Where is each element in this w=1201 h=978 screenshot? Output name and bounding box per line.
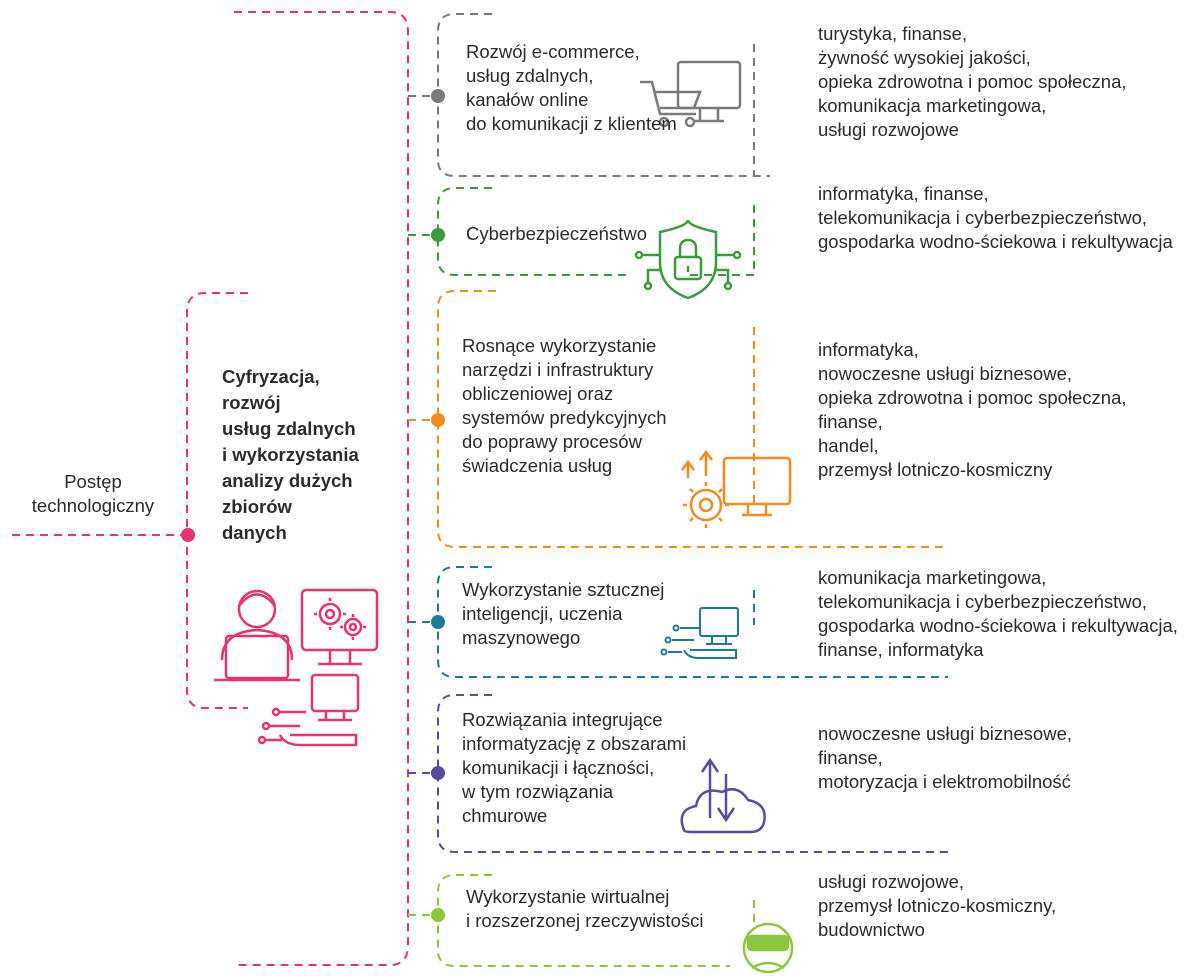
shield-lock-circuit-icon <box>634 219 742 300</box>
trend-bracket-5 <box>437 694 948 853</box>
trend-label-5: Rozwiązania integrujące informatyzację z… <box>462 709 687 826</box>
circuit-hand-computer-icon-main <box>257 673 360 747</box>
trend-label-6: Wykorzystanie wirtualnej i rozszerzonej … <box>466 886 704 931</box>
vr-headset-person-icon <box>742 922 794 974</box>
trend-node-2 <box>431 228 445 242</box>
trend-node-5 <box>431 766 445 780</box>
sectors-list-3: informatyka, nowoczesne usługi biznesowe… <box>818 339 1127 480</box>
trend-label-3: Rosnące wykorzystanie narzędzi i infrast… <box>462 335 667 476</box>
gears-monitor-icon <box>300 588 379 666</box>
root-label: Postęp technologiczny <box>31 471 155 516</box>
gear-monitor-arrows-icon <box>681 449 792 528</box>
trend-bracket-3 <box>437 290 948 548</box>
trunk-bracket <box>234 11 409 966</box>
trend-node-3 <box>431 413 445 427</box>
cloud-upload-download-icon <box>680 757 766 834</box>
trend-node-6 <box>431 908 445 922</box>
trend-node-1 <box>431 89 445 103</box>
sectors-list-1: turystyka, finanse, żywność wysokiej jak… <box>818 23 1127 140</box>
root-node <box>181 528 195 542</box>
sectors-list-6: usługi rozwojowe, przemysł lotniczo-kosm… <box>818 871 1057 940</box>
circuit-hand-computer-icon <box>660 607 739 659</box>
trend-label-2: Cyberbezpieczeństwo <box>466 223 647 244</box>
trend-label-4: Wykorzystanie sztucznej inteligencji, uc… <box>462 579 665 648</box>
main-trend-title: Cyfryzacja, rozwój usług zdalnych i wyko… <box>222 366 359 543</box>
trend-node-4 <box>431 615 445 629</box>
sectors-list-2: informatyka, finanse, telekomunikacja i … <box>818 183 1173 252</box>
shopping-cart-monitor-icon <box>640 60 742 128</box>
sectors-list-4: komunikacja marketingowa, telekomunikacj… <box>818 567 1178 660</box>
trend-label-1: Rozwój e-commerce, usług zdalnych, kanał… <box>466 41 677 134</box>
trend-bracket-6 <box>437 874 755 967</box>
sectors-list-5: nowoczesne usługi biznesowe, finanse, mo… <box>818 723 1073 792</box>
person-laptop-icon <box>214 589 300 682</box>
